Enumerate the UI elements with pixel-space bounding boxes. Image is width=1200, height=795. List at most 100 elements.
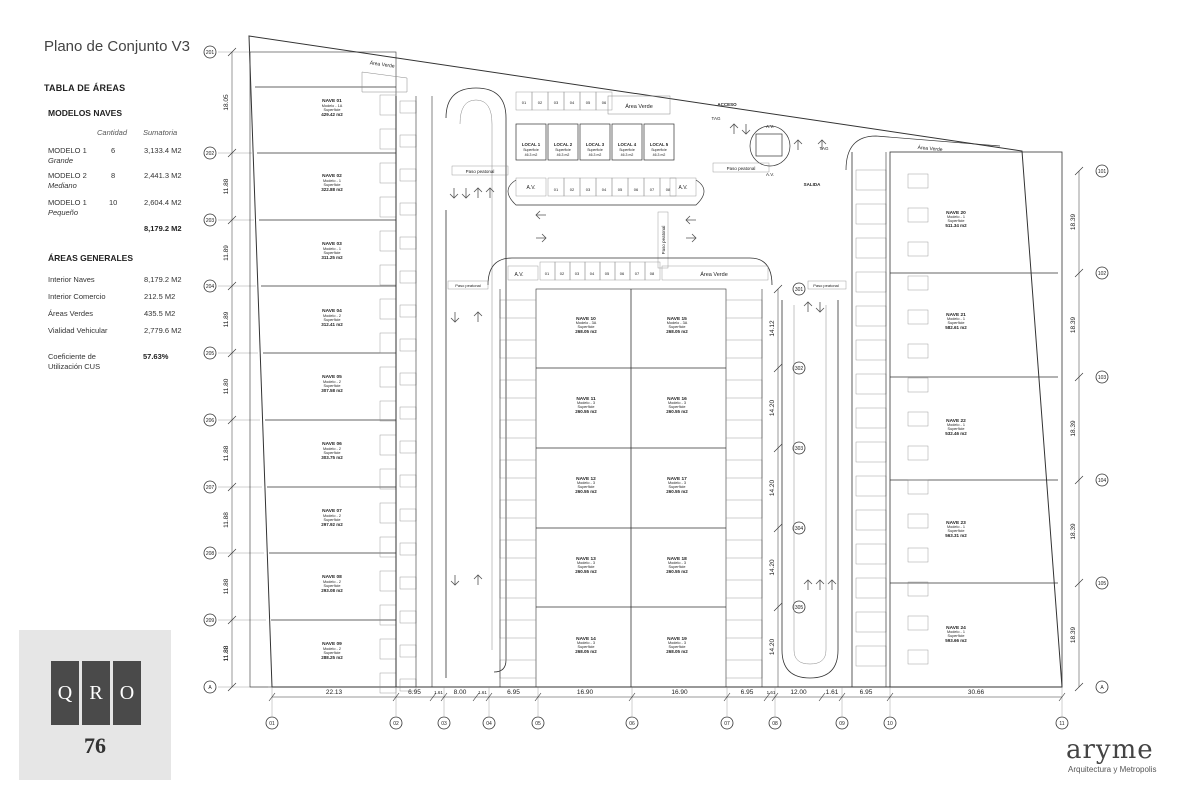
service-module (855, 305, 887, 327)
nave-area: 268.05 m2 (666, 329, 688, 334)
nave-model: Modelo - 1 (323, 247, 341, 251)
nave-model: Modelo - 3 (577, 641, 595, 645)
local-superficie: Superficie (555, 148, 571, 152)
parking-slot (659, 177, 677, 197)
grid-axis-left-label: 202 (206, 151, 215, 157)
service-module (725, 579, 763, 599)
service-module (725, 619, 763, 639)
nave-model: Modelo - 2 (323, 314, 341, 318)
service-module (855, 543, 887, 565)
nave-superficie: Superficie (324, 651, 341, 655)
service-module (399, 270, 417, 284)
grid-axis-bottom (389, 716, 403, 730)
parking-number: 04 (602, 187, 607, 192)
island-curb (507, 179, 705, 206)
parking-number: 03 (586, 187, 591, 192)
grid-axis-left (203, 146, 217, 160)
service-module (379, 536, 397, 558)
general-value: 2,779.6 M2 (144, 326, 182, 335)
modelos-heading: MODELOS NAVES (48, 108, 122, 118)
service-module (499, 419, 537, 439)
dim-tick (227, 215, 237, 225)
service-module (379, 672, 397, 694)
grid-axis-inner (792, 282, 806, 296)
grid-axis-inner (792, 361, 806, 375)
service-module (399, 508, 417, 522)
grid-axis-bottom (835, 716, 849, 730)
dimension-label: 1.61 (478, 690, 487, 695)
nave-model: Modelo - 3 (668, 401, 686, 405)
dimension-label: 6.95 (741, 689, 754, 696)
island-curb (487, 257, 773, 286)
tabla-title: TABLA DE ÁREAS (44, 83, 126, 93)
service-module (855, 373, 887, 395)
nave-name: NAVE 01 (322, 98, 342, 104)
nave-area: 268.05 m2 (575, 649, 597, 654)
general-label: Vialidad Vehicular (48, 326, 108, 335)
nave-model: Modelo - 1A (322, 104, 343, 108)
service-module (907, 547, 929, 563)
traffic-arrow (461, 188, 471, 199)
grid-axis-left (203, 45, 217, 59)
nave-model: Modelo - 1 (947, 525, 965, 529)
nave-area: 322.88 m2 (321, 187, 343, 192)
grid-axis-right-label: 103 (1098, 375, 1107, 381)
nave-model: Modelo - 3 (577, 561, 595, 565)
service-module (499, 619, 537, 639)
service-module (907, 309, 929, 325)
nave-name: NAVE 04 (322, 308, 342, 314)
nave-model: Modelo - 3A (667, 321, 688, 325)
dim-tick (723, 692, 731, 702)
paso-label: Paso peatonal (727, 166, 756, 171)
nave-area: 312.41 m2 (321, 322, 343, 327)
service-module (725, 659, 763, 679)
nave-superficie: Superficie (669, 405, 686, 409)
dimension-label: 11.89 (223, 245, 230, 261)
service-module (907, 445, 929, 461)
grid-axis-left-label: 201 (206, 50, 215, 56)
nave-area: 260.55 m2 (666, 409, 688, 414)
qro76-logo: Q R O 76 (19, 630, 171, 780)
service-module (907, 207, 929, 223)
area-verde (607, 95, 671, 115)
local-name: LOCAL 3 (586, 142, 605, 147)
paso-label: Paso peatonal (466, 169, 495, 174)
grid-axis-bottom-label: 04 (486, 721, 492, 727)
local-name: LOCAL 4 (618, 142, 637, 147)
service-module (907, 275, 929, 291)
service-module (907, 581, 929, 597)
nave-name: NAVE 03 (322, 241, 342, 247)
nave-area: 260.55 m2 (575, 569, 597, 574)
nave-model: Modelo - 1 (947, 215, 965, 219)
service-module (399, 168, 417, 182)
grid-axis-right-label: 104 (1098, 478, 1107, 484)
nave-superficie: Superficie (669, 485, 686, 489)
brand-tagline: Arquitectura y Metropolis (1068, 765, 1157, 774)
parking-number: 05 (605, 271, 610, 276)
paso-peatonal (447, 280, 489, 290)
general-label: Áreas Verdes (48, 309, 94, 318)
nave-area: 532.46 m2 (945, 431, 967, 436)
nave-area: 429.42 m2 (321, 112, 343, 117)
nave-superficie: Superficie (948, 529, 965, 533)
parking-number: 04 (590, 271, 595, 276)
dim-tick (773, 443, 783, 453)
grid-axis-left-label: 204 (206, 284, 215, 290)
grid-axis-right (1095, 164, 1109, 178)
nave-superficie: Superficie (324, 518, 341, 522)
dimension-label: 6.95 (507, 689, 520, 696)
parking-number: 01 (522, 100, 527, 105)
nave-area: 303.75 m2 (321, 455, 343, 460)
grid-axis-left (203, 346, 217, 360)
av-box (507, 265, 539, 281)
traffic-arrow (473, 574, 483, 585)
traffic-arrow (535, 210, 546, 220)
dim-tick (227, 615, 237, 625)
parking-number: 02 (570, 187, 575, 192)
service-module (379, 298, 397, 320)
logo-letter: Q (51, 661, 79, 725)
grid-axis-left-label: 208 (206, 551, 215, 557)
local-area: 46.3 m2 (557, 153, 570, 157)
col-sumatoria: Sumatoria (143, 128, 178, 137)
